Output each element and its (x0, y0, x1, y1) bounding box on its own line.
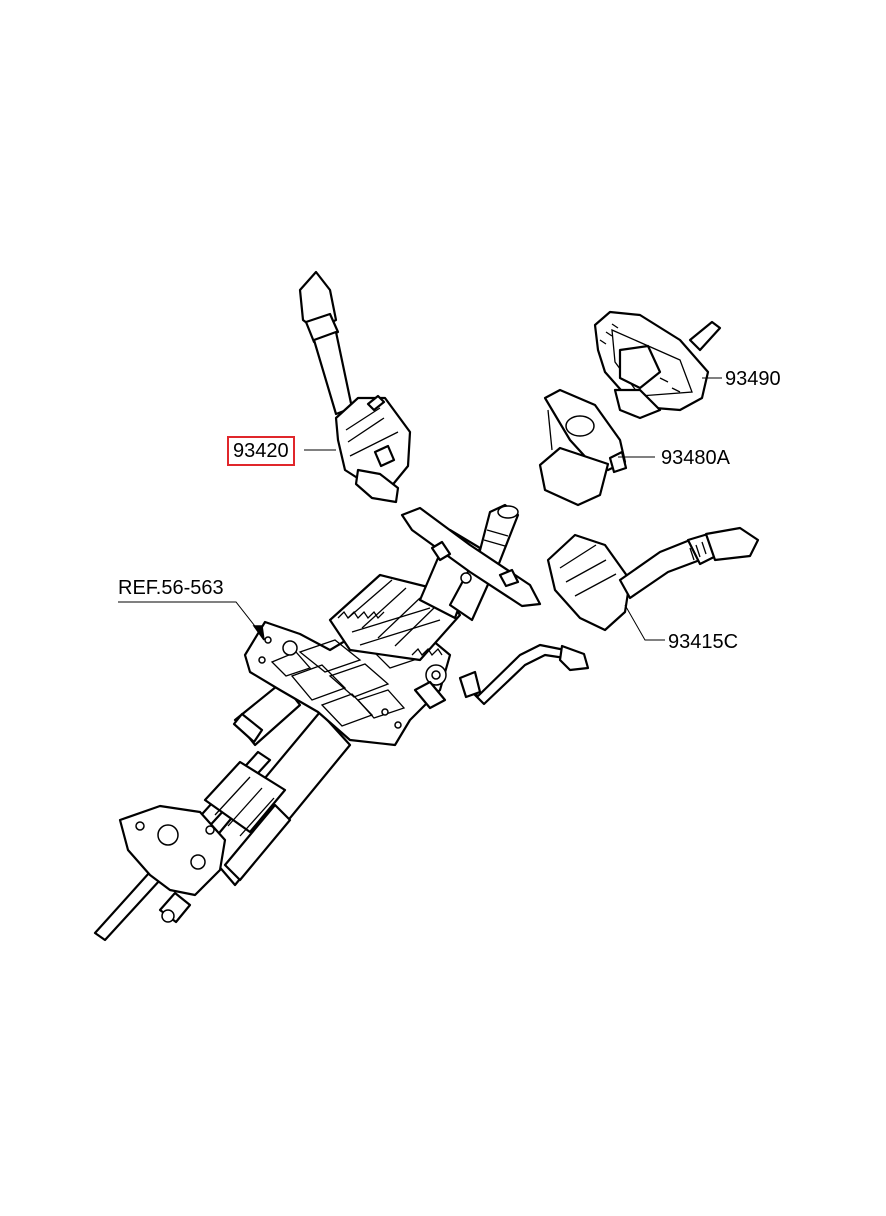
part-93490-drawing (593, 310, 722, 420)
part-93480a-drawing (538, 388, 628, 507)
label-93490[interactable]: 93490 (725, 368, 781, 390)
part-93420-drawing (298, 270, 412, 504)
label-93420-highlighted[interactable]: 93420 (227, 436, 295, 466)
label-93480a[interactable]: 93480A (661, 447, 730, 469)
leader-lines (118, 377, 722, 641)
part-93415c-drawing (546, 526, 760, 632)
label-93415c[interactable]: 93415C (668, 631, 739, 653)
label-ref-56-563[interactable]: REF.56-563 (118, 577, 224, 599)
steering-column (93, 503, 590, 942)
